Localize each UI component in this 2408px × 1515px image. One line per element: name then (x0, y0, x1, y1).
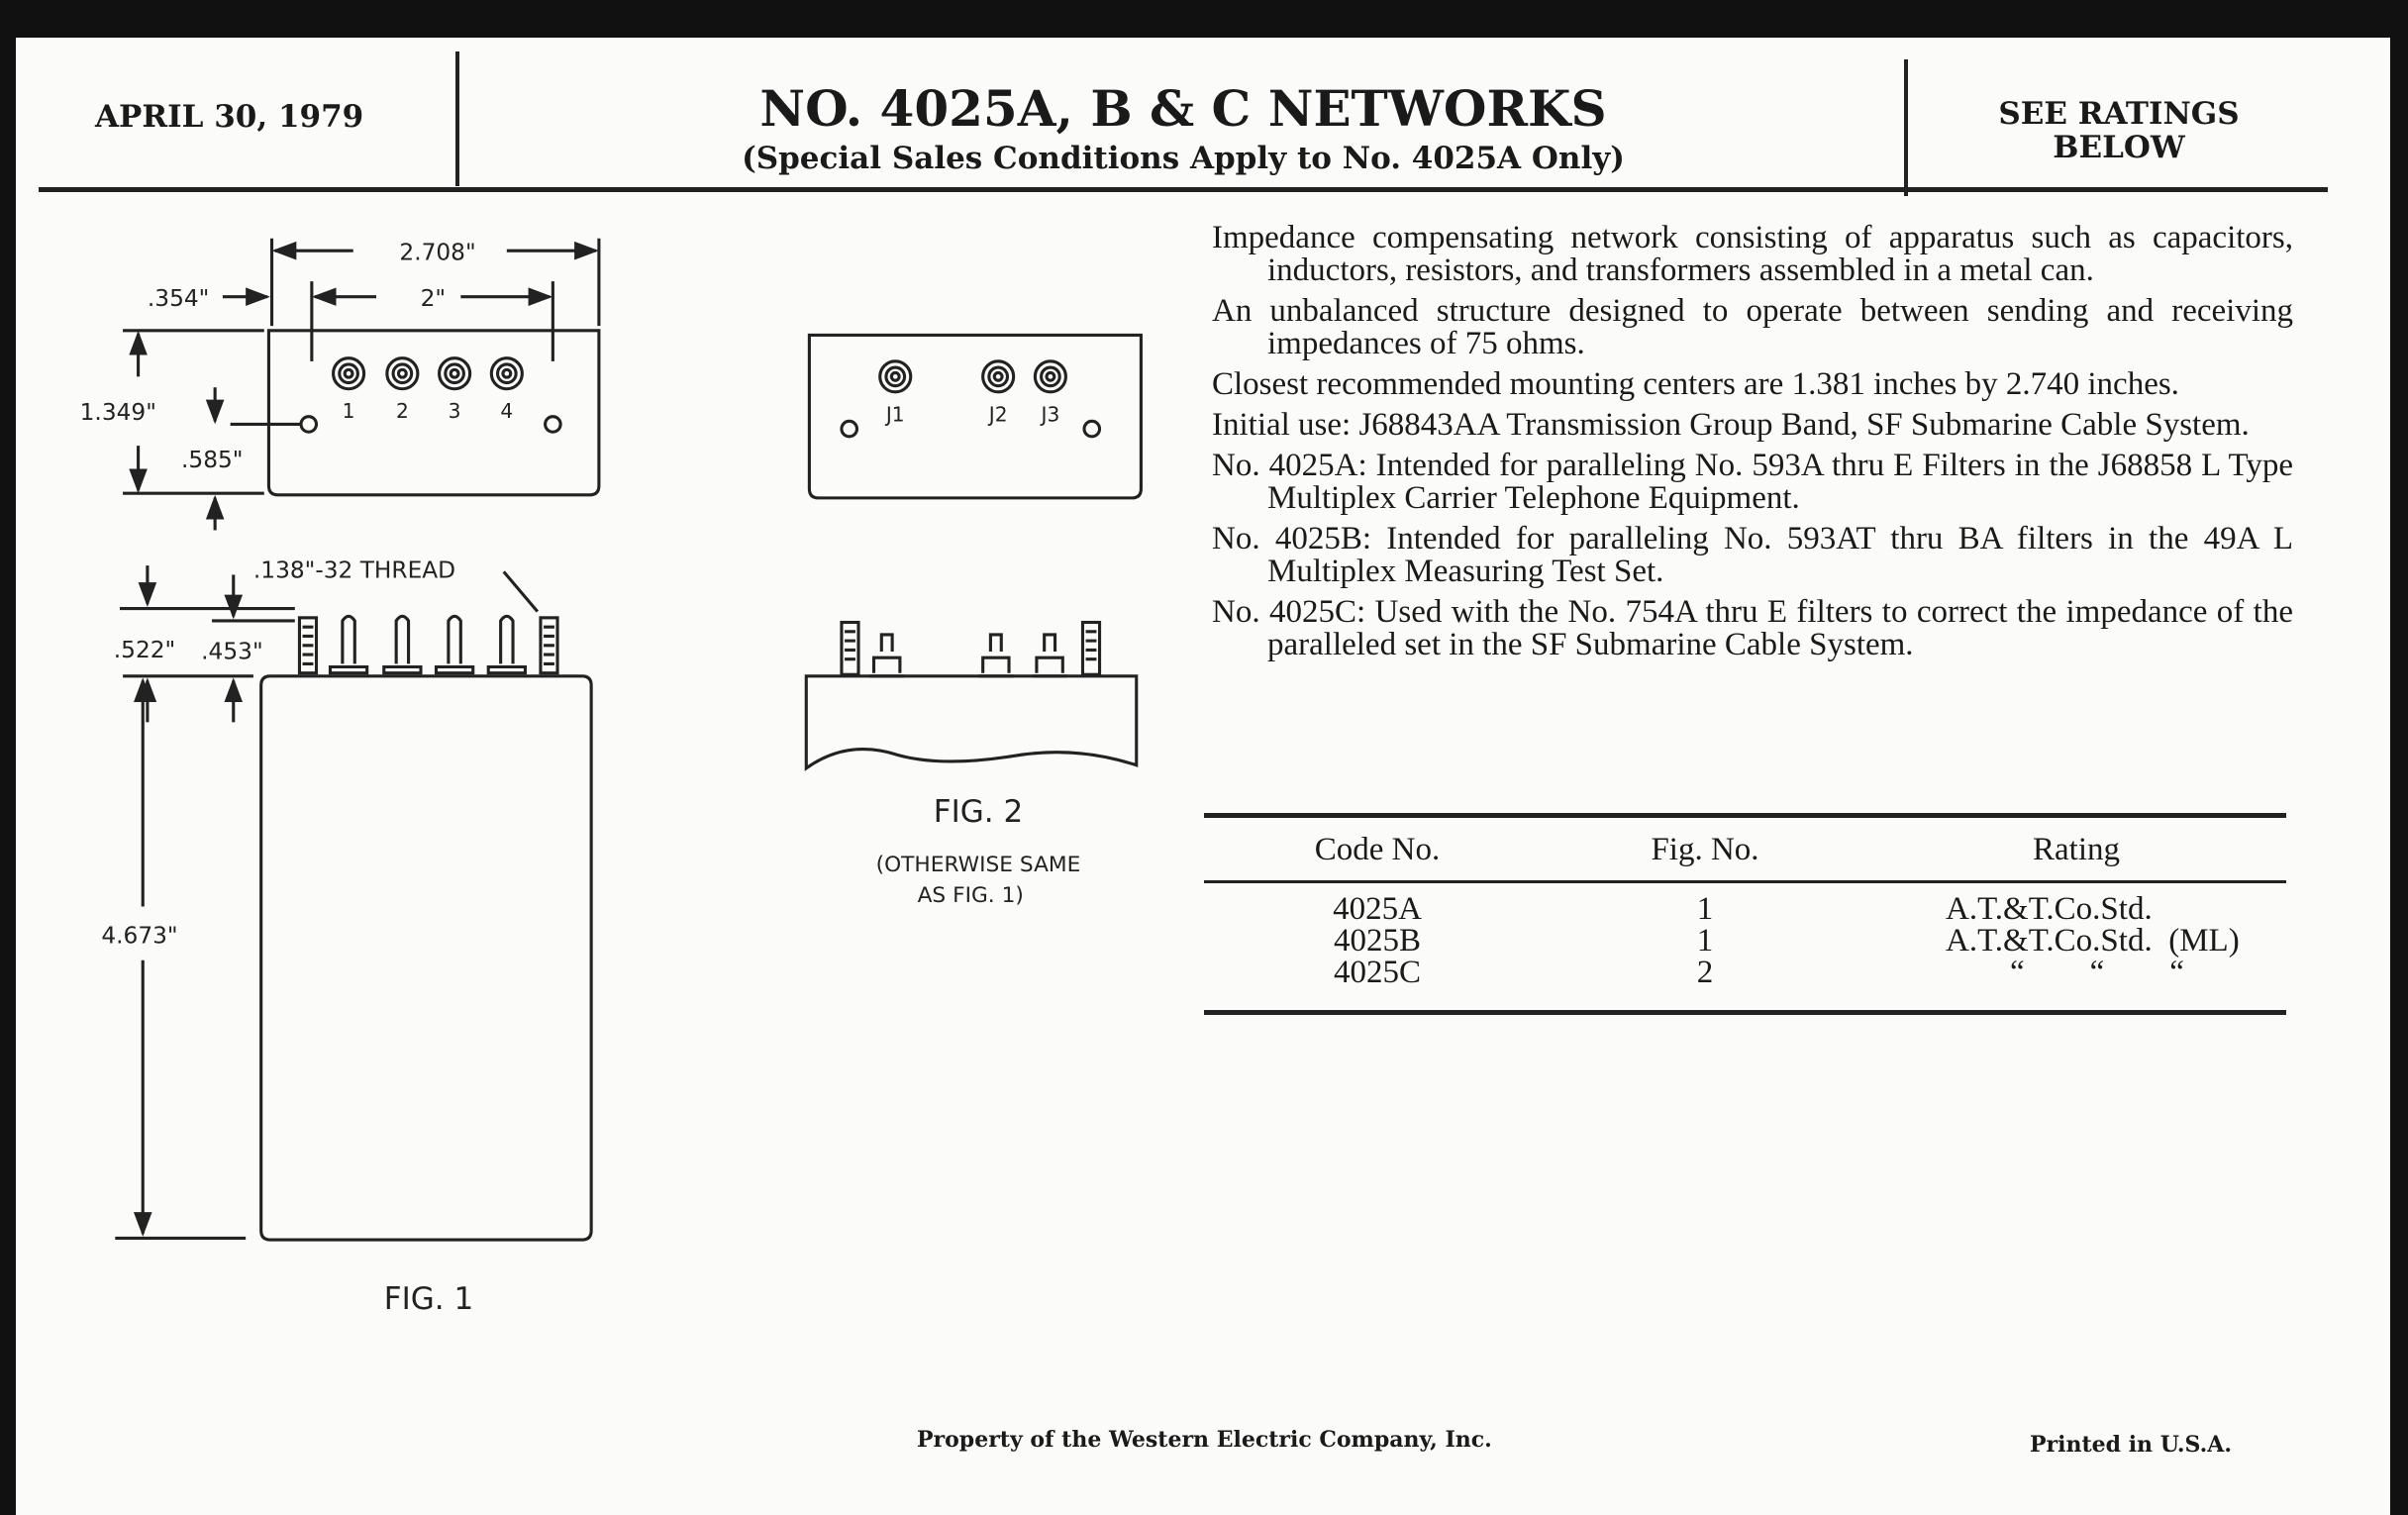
terminal-label: J3 (1040, 402, 1060, 426)
threaded-stud-icon (1080, 620, 1102, 676)
connector-post-icon (1032, 633, 1067, 678)
terminal-jack-icon (385, 356, 420, 391)
dimension-label: .453" (201, 639, 262, 665)
table-header-rule (1204, 880, 2286, 883)
fig1-side-labels: .138"-32 THREAD .522" .453" 4.673" FIG. … (101, 557, 473, 1317)
rating-cell: A.T.&T.Co.Std. (1946, 891, 2153, 927)
terminal-label: 2 (396, 399, 409, 423)
terminal-label: 4 (500, 399, 513, 423)
description: Impedance compensating network consistin… (1212, 222, 2293, 669)
connector-post-icon (868, 633, 905, 678)
mounting-hole-icon (1082, 419, 1102, 439)
fig2-top-labels: J1 J2 J3 (884, 402, 1059, 426)
header-divider (455, 51, 459, 186)
terminal-post-icon (382, 614, 423, 675)
printed-notice: Printed in U.S.A. (2030, 1432, 2233, 1458)
description-paragraph: Impedance compensating network consistin… (1212, 220, 2293, 288)
terminal-jack-icon (332, 356, 366, 391)
property-notice: Property of the Western Electric Company… (917, 1427, 1492, 1453)
dimension-label: .354" (148, 285, 209, 312)
thread-label: .138"-32 THREAD (253, 557, 455, 584)
ratings-note-line: BELOW (2053, 130, 2185, 165)
figure-caption: FIG. 2 (934, 794, 1023, 830)
description-paragraph: Initial use: J68843AA Transmission Group… (1212, 407, 2250, 443)
fig1-top-view (123, 238, 601, 531)
column-header-fig: Fig. No. (1651, 832, 1759, 867)
mounting-hole-icon (840, 419, 859, 439)
threaded-stud-icon (297, 616, 319, 675)
dimension-label: 4.673" (101, 923, 177, 950)
description-paragraph: No. 4025C: Used with the No. 754A thru E… (1212, 594, 2293, 662)
terminal-label: J2 (987, 402, 1008, 426)
code-cell: 4025B (1333, 923, 1421, 959)
terminal-label: J1 (884, 402, 905, 426)
terminal-post-icon (434, 614, 475, 675)
threaded-stud-icon (840, 620, 860, 676)
fig1-side-view (115, 565, 593, 1242)
description-paragraph: An unbalanced structure designed to oper… (1212, 293, 2293, 361)
mounting-hole-icon (299, 415, 319, 434)
page-title: NO. 4025A, B & C NETWORKS (759, 79, 1607, 138)
rating-cell: “ “ “ (2010, 955, 2184, 990)
rating-cell: A.T.&T.Co.Std. (ML) (1946, 923, 2240, 959)
terminal-jack-icon (489, 356, 524, 391)
column-header-rating: Rating (2033, 832, 2120, 867)
header-rule (39, 187, 2328, 192)
terminal-post-icon (486, 614, 527, 675)
fig-cell: 2 (1696, 955, 1714, 990)
dimension-label: 1.349" (80, 399, 156, 426)
ratings-note: SEE RATINGS BELOW (1916, 97, 2322, 164)
description-paragraph: No. 4025B: Intended for paralleling No. … (1212, 521, 2293, 589)
ratings-note-line: SEE RATINGS (1998, 96, 2240, 132)
terminal-jack-icon (981, 359, 1016, 394)
terminal-label: 1 (343, 399, 355, 423)
document-page (16, 38, 2390, 1515)
description-paragraph: Closest recommended mounting centers are… (1212, 366, 2179, 402)
dimension-label: .585" (181, 447, 243, 473)
terminal-label: 3 (449, 399, 461, 423)
threaded-stud-icon (539, 616, 559, 675)
description-paragraph: No. 4025A: Intended for paralleling No. … (1212, 448, 2293, 516)
mounting-hole-icon (544, 415, 562, 434)
dimension-label: 2.708" (399, 239, 475, 265)
table-bottom-rule (1204, 1010, 2286, 1015)
header-divider (1904, 59, 1908, 196)
figure-caption: FIG. 1 (384, 1281, 473, 1317)
connector-post-icon (978, 633, 1014, 678)
column-header-code: Code No. (1314, 832, 1441, 867)
terminal-jack-icon (438, 356, 472, 391)
issue-date: APRIL 30, 1979 (95, 99, 364, 135)
dimension-label: 2" (421, 285, 447, 312)
page-subtitle: (Special Sales Conditions Apply to No. 4… (742, 141, 1625, 176)
terminal-jack-icon (878, 359, 913, 394)
fig-cell: 1 (1696, 891, 1714, 927)
dimension-label: .522" (114, 637, 175, 663)
table-top-rule (1204, 813, 2286, 818)
fig1-top-labels: 2.708" 2" .354" 1.349" .585" 1 2 3 4 (80, 239, 514, 472)
fig2-labels: FIG. 2 (OTHERWISE SAME AS FIG. 1) (876, 794, 1081, 908)
fig2-top-view (807, 333, 1143, 500)
code-cell: 4025A (1333, 891, 1422, 927)
figure-note: (OTHERWISE SAME (876, 853, 1081, 877)
fig-cell: 1 (1696, 923, 1714, 959)
terminal-jack-icon (1033, 359, 1067, 394)
code-cell: 4025C (1333, 955, 1421, 990)
fig2-side-view (804, 620, 1139, 771)
figure-note: AS FIG. 1) (918, 883, 1024, 908)
terminal-post-icon (328, 614, 369, 675)
